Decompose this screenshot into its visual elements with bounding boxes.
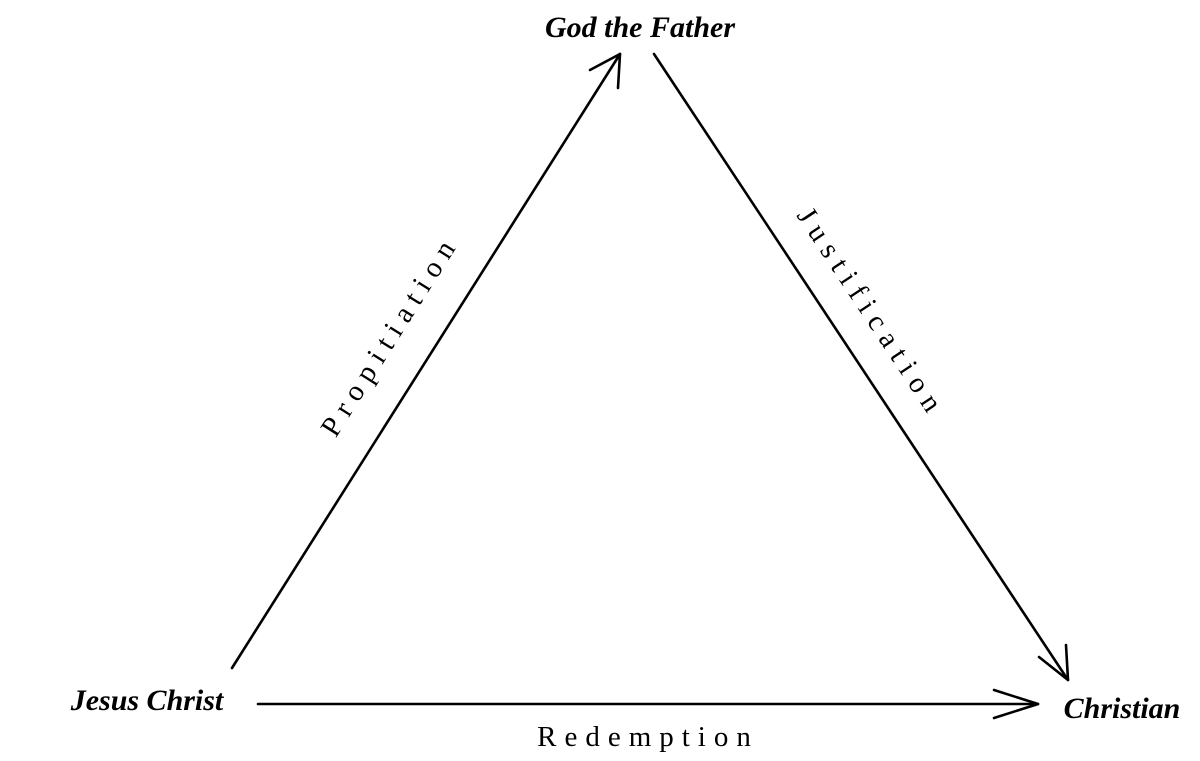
node-label-jesus-christ: Jesus Christ [70,684,225,717]
edge-line-justification [652,52,1070,682]
edge-label-redemption: Redemption [537,721,759,753]
arrow-head-redemption [992,688,1040,720]
edge-label-justification: Justification [790,202,952,425]
node-label-christian: Christian [1064,692,1181,725]
edge-line-propitiation [230,52,622,670]
arrow-head-propitiation [588,52,622,90]
node-label-god-the-father: God the Father [545,11,735,44]
arrow-head-justification [1037,643,1070,682]
